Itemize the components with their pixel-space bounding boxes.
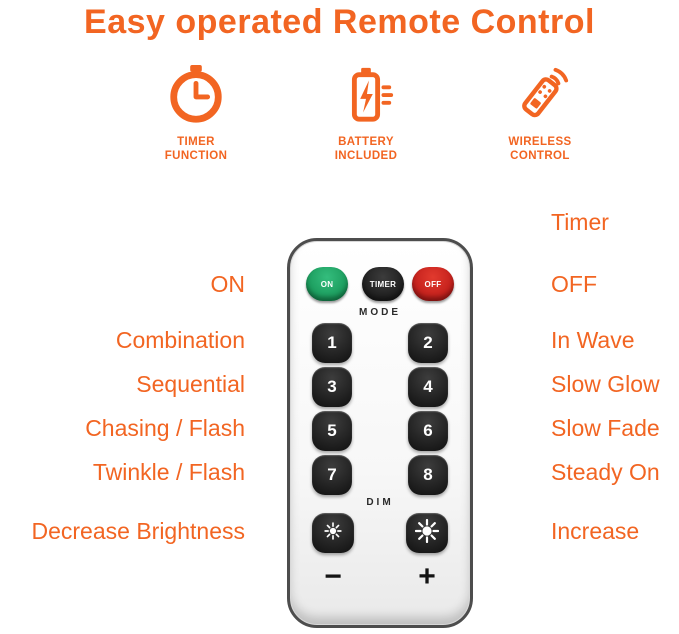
page-title: Easy operated Remote Control — [84, 3, 595, 41]
mode-button-3: 3 — [312, 367, 352, 407]
feature-label: WIRELESS CONTROL — [465, 135, 615, 163]
label-slow-fade: Slow Fade — [551, 415, 660, 441]
off-button: OFF — [412, 267, 454, 301]
dim-label: DIM — [366, 497, 394, 508]
label-chasing-flash: Chasing / Flash — [85, 415, 245, 441]
feature-timer-function: TIMER FUNCTION — [121, 64, 271, 163]
mode-button-5: 5 — [312, 411, 352, 451]
timer-button: TIMER — [362, 267, 404, 301]
label-sequential: Sequential — [136, 371, 245, 397]
label-on: ON — [210, 271, 246, 297]
mode-button-1: 1 — [312, 323, 352, 363]
feature-label: BATTERY INCLUDED — [291, 135, 441, 163]
label-in-wave: In Wave — [551, 327, 635, 353]
label-steady-on: Steady On — [551, 459, 660, 485]
mode-button-7: 7 — [312, 455, 352, 495]
feature-label-line1: TIMER — [177, 136, 215, 148]
mode-button-4: 4 — [408, 367, 448, 407]
minus-symbol: − — [324, 560, 342, 593]
brightness-decrease-button — [312, 513, 354, 553]
battery-icon — [335, 64, 397, 126]
clock-icon — [165, 64, 227, 126]
feature-label-line2: CONTROL — [510, 150, 570, 162]
remote-signal-icon — [509, 64, 571, 126]
feature-battery-included: BATTERY INCLUDED — [291, 64, 441, 163]
label-decrease-brightness: Decrease Brightness — [31, 518, 246, 544]
feature-label-line2: FUNCTION — [164, 150, 228, 162]
feature-label-line1: WIRELESS — [508, 136, 572, 148]
label-slow-glow: Slow Glow — [551, 371, 660, 397]
feature-label-line2: INCLUDED — [334, 150, 398, 162]
label-timer: Timer — [551, 209, 609, 235]
mode-button-6: 6 — [408, 411, 448, 451]
sun-dim-icon — [324, 521, 342, 545]
mode-label: MODE — [359, 307, 401, 318]
label-combination: Combination — [115, 327, 245, 353]
sun-bright-icon — [414, 518, 440, 548]
label-increase: Increase — [551, 518, 640, 544]
feature-wireless-control: WIRELESS CONTROL — [465, 64, 615, 163]
on-button: ON — [306, 267, 348, 301]
label-off: OFF — [551, 271, 597, 297]
plus-symbol: + — [418, 560, 436, 593]
feature-label: TIMER FUNCTION — [121, 135, 271, 163]
remote-control-illustration: ON TIMER OFF MODE 1 2 3 4 5 6 7 8 DIM — [287, 238, 473, 628]
brightness-increase-button — [406, 513, 448, 553]
mode-button-2: 2 — [408, 323, 448, 363]
feature-label-line1: BATTERY — [338, 136, 394, 148]
mode-button-8: 8 — [408, 455, 448, 495]
label-twinkle-flash: Twinkle / Flash — [92, 459, 245, 485]
